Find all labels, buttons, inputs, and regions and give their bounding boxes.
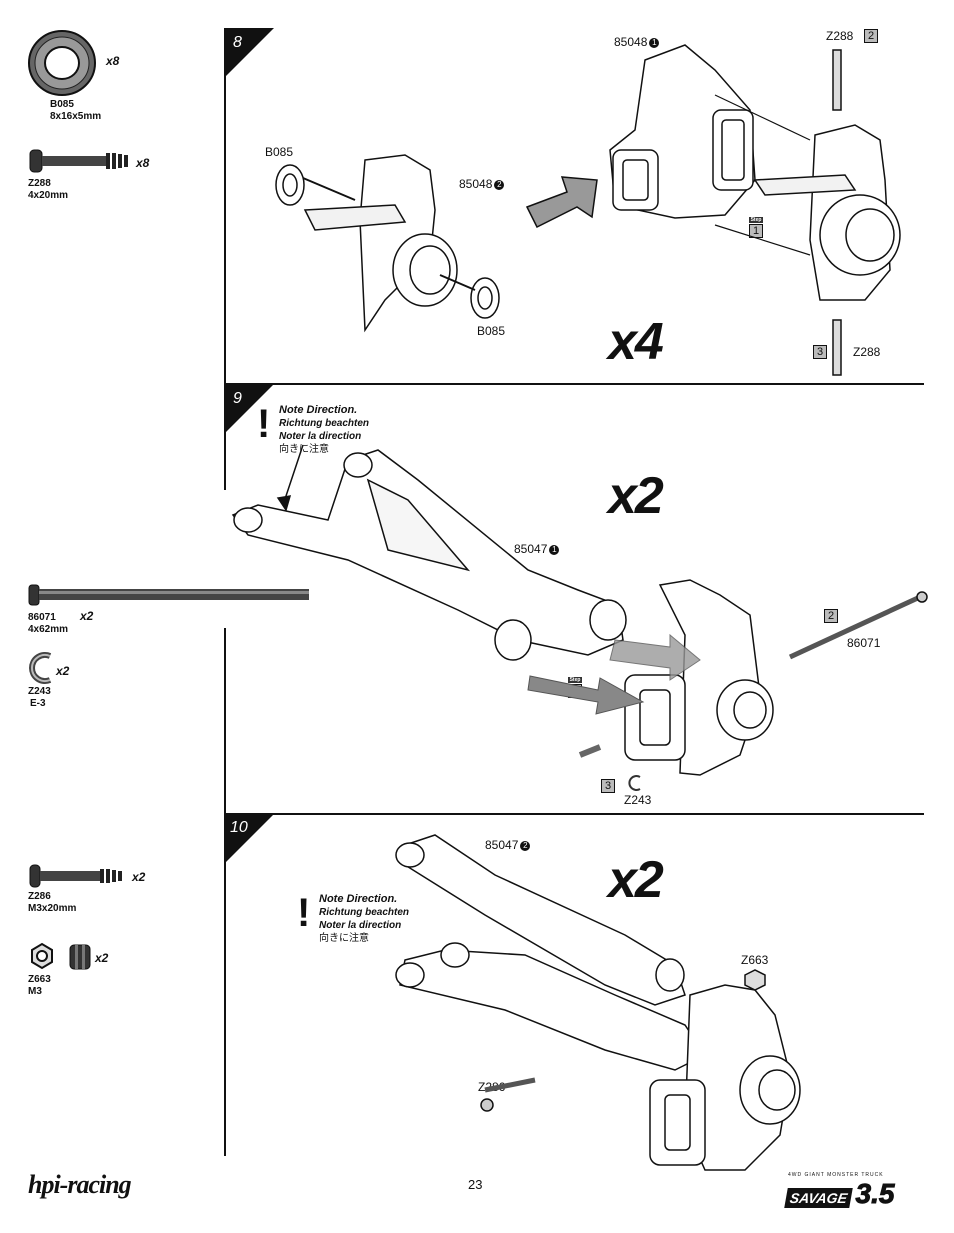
- z243-qty: x2: [56, 664, 70, 678]
- step10-multiplier: x2: [608, 851, 664, 909]
- step8-number: 8: [233, 34, 242, 51]
- step9-warning-icon: !: [257, 402, 271, 446]
- step8-b085-bottom-label: B085: [477, 324, 506, 338]
- divider-9-10: [224, 813, 924, 815]
- step9-multiplier: x2: [608, 467, 664, 525]
- hpi-racing-logo: hpi-racing: [28, 1170, 132, 1199]
- frame-line-step10: [224, 814, 226, 1156]
- step8-corner: [224, 28, 274, 78]
- step9-step-tag: Step: [568, 677, 582, 683]
- step8-knuckle-drawing: [275, 154, 500, 333]
- divider-8-9: [224, 383, 924, 385]
- step8-arrow: [525, 176, 598, 229]
- frame-line-step8: [224, 28, 226, 384]
- step9-z243-label: Z243: [624, 793, 652, 807]
- step8-step-tag: Step: [749, 217, 763, 223]
- step8-box-3: 3: [813, 345, 827, 359]
- page-number: 23: [468, 1177, 483, 1192]
- z663-qty: x2: [95, 951, 109, 965]
- step8-multiplier: x4: [608, 313, 664, 371]
- nut-z663-icon: [31, 942, 91, 970]
- step8-box-2: 2: [864, 29, 878, 43]
- step9-corner: [224, 384, 274, 434]
- step10-warning-icon: !: [297, 891, 311, 935]
- step10-z663-label: Z663: [741, 953, 769, 967]
- frame-line-step9a: [224, 384, 226, 490]
- step10-corner: [224, 814, 274, 864]
- step10-number: 10: [230, 819, 248, 836]
- screw-z286-icon: [29, 864, 122, 888]
- savage-logo: 4WD GIANT MONSTER TRUCK SAVAGE 3.5: [784, 1172, 926, 1210]
- step9-arm-drawing: [231, 444, 627, 661]
- step9-86071-label: 86071: [847, 636, 881, 650]
- step8-z288-bottom-label: Z288: [853, 345, 881, 359]
- step9-note: Note Direction. Richtung beachten Noter …: [279, 404, 370, 455]
- z288-qty: x8: [136, 156, 150, 170]
- step10-assembly-drawing: [395, 834, 801, 1171]
- step9-box-2: 2: [824, 609, 838, 623]
- bearing-b085-icon: [28, 30, 96, 96]
- shaft-86071-icon: [28, 584, 309, 606]
- eclip-z243-small-icon: [628, 775, 641, 791]
- step8-b085-top-label: B085: [265, 145, 294, 159]
- frame-line-step9b: [224, 628, 226, 814]
- step9-box-3: 3: [601, 779, 615, 793]
- step9-knuckle-drawing: [578, 579, 928, 776]
- b085-qty: x8: [106, 54, 120, 68]
- eclip-z243-icon: [29, 652, 52, 684]
- z286-qty: x2: [132, 870, 146, 884]
- step9-number: 9: [233, 390, 242, 407]
- step9-arrow-1: [527, 675, 645, 715]
- step8-z288-top-label: Z288: [826, 29, 854, 43]
- step8-assembly-drawing: [609, 44, 901, 376]
- screw-z288-icon: [29, 149, 128, 173]
- step10-note: Note Direction. Richtung beachten Noter …: [319, 893, 410, 944]
- 86071-qty: x2: [80, 609, 94, 623]
